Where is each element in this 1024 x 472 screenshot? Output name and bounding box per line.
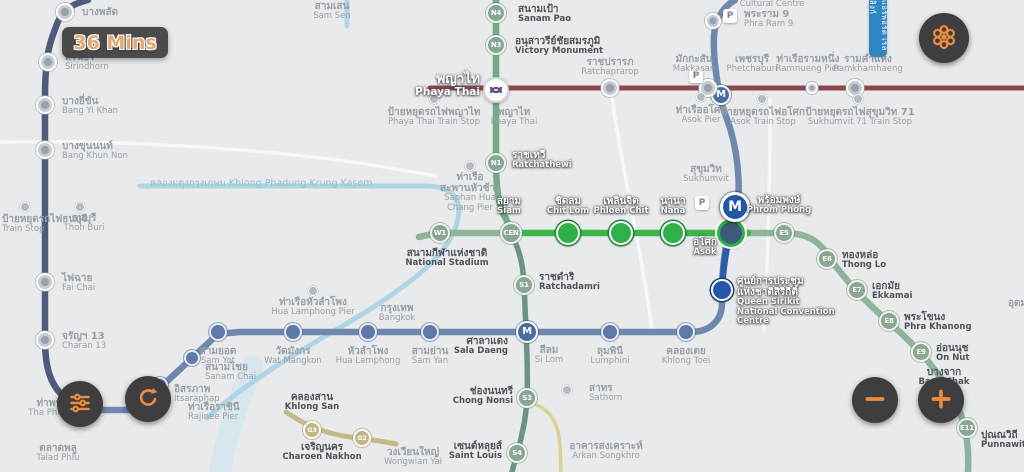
- station-phloen-chit[interactable]: [609, 221, 633, 245]
- station-charan-13[interactable]: [36, 331, 54, 349]
- station-e9-on-nut[interactable]: E9: [911, 342, 931, 362]
- station-phra-ram-9[interactable]: [705, 13, 721, 29]
- station-wat-mangkon[interactable]: [284, 323, 302, 341]
- station-sirindhorn[interactable]: [39, 53, 57, 71]
- sliders-icon: [67, 390, 93, 419]
- pier-dot-train-stop-left-dot: [20, 202, 30, 212]
- station-n2-phaya-thai[interactable]: [483, 77, 509, 103]
- station-si-lom-m[interactable]: M: [516, 321, 538, 343]
- station-ratchaprarop[interactable]: [601, 79, 619, 97]
- station-s3-chong-nonsi[interactable]: S3: [517, 388, 537, 408]
- line-khlong-phadung-canal: [137, 183, 462, 421]
- station-nana[interactable]: [661, 221, 685, 245]
- pier-dot-phaya-thai-train-stop-dot: [429, 94, 439, 104]
- station-sukhumvit-m[interactable]: M: [720, 192, 750, 222]
- station-e6-thong-lo[interactable]: E6: [817, 249, 837, 269]
- line-mrt-blue-main: [81, 0, 742, 414]
- plus-icon: [928, 386, 954, 415]
- pier-dot-sathorn-pier-dot: [562, 385, 572, 395]
- pier-dot-asok-train-stop-dot: [757, 94, 767, 104]
- station-n3-victory-monument[interactable]: N3: [486, 35, 506, 55]
- station-sanam-chai[interactable]: [184, 350, 200, 366]
- station-cen-siam[interactable]: CEN: [500, 222, 522, 244]
- station-sam-yan[interactable]: [421, 323, 439, 341]
- line-brt-line: [527, 400, 563, 472]
- station-e11-punnawithi[interactable]: E11: [957, 418, 977, 438]
- pier-dot-asok-pier-dot: [696, 92, 706, 102]
- station-bang-khun-non[interactable]: [36, 141, 54, 159]
- line-chao-phraya-river: [209, 355, 263, 472]
- pier-dot-saphan-hua-chang-pier-dot: [465, 161, 475, 171]
- airport-rail-link-banner: แอร์พอร์ต เรล ลิงก์: [868, 0, 889, 57]
- reset-orientation-button[interactable]: [125, 376, 171, 422]
- station-bang-phlat[interactable]: [56, 3, 74, 21]
- rotate-icon: [135, 385, 161, 414]
- station-e5-phrom-phong[interactable]: E5: [774, 223, 794, 243]
- station-ramnueng-pier-stop[interactable]: [806, 82, 818, 94]
- travel-time-badge: 36 Mins: [62, 27, 168, 58]
- station-g3-khlong-san[interactable]: G3: [303, 421, 321, 439]
- flower-logo-icon: [929, 22, 959, 55]
- pier-dot-thon-buri-train-dot: [75, 202, 85, 212]
- station-lumphini[interactable]: [601, 323, 619, 341]
- line-gold-line: [283, 409, 399, 447]
- station-hua-lamphong[interactable]: [359, 323, 377, 341]
- line-road-3: [762, 98, 772, 332]
- station-s1-ratchadamri[interactable]: S1: [514, 275, 534, 295]
- station-sam-yot[interactable]: [209, 323, 227, 341]
- zoom-out-button[interactable]: [852, 377, 898, 423]
- station-chit-lom[interactable]: [556, 221, 580, 245]
- station-e7-ekkamai[interactable]: E7: [847, 280, 867, 300]
- app-logo-button[interactable]: [919, 13, 969, 63]
- filter-button[interactable]: [57, 381, 103, 427]
- station-queen-sirikit[interactable]: [711, 279, 733, 301]
- station-n4-sanam-pao[interactable]: N4: [486, 3, 506, 23]
- parking-icon-parking-asok: P: [695, 196, 709, 210]
- station-w1-national-stadium[interactable]: W1: [430, 223, 450, 243]
- station-e8-phra-khanong[interactable]: E8: [879, 311, 899, 331]
- station-asok-bts[interactable]: [717, 219, 745, 247]
- station-bang-yi-khan[interactable]: [36, 96, 54, 114]
- line-road-1: [0, 139, 438, 178]
- parking-icon-parking-phra-ram-9: P: [723, 9, 737, 23]
- pier-dot-sukhumvit71-train-stop-dot: [853, 94, 863, 104]
- station-g2-charoen-nakhon[interactable]: G2: [353, 429, 371, 447]
- station-s4-saint-louis[interactable]: S4: [507, 443, 527, 463]
- station-fai-chai[interactable]: [36, 273, 54, 291]
- station-khlong-toei[interactable]: [677, 323, 695, 341]
- pier-dot-hua-lamphong-pier-dot: [308, 286, 318, 296]
- parking-icon-parking-makkasan: P: [689, 69, 703, 83]
- zoom-in-button[interactable]: [918, 377, 964, 423]
- minus-icon: [862, 386, 888, 415]
- station-n1-ratchathewi[interactable]: N1: [486, 153, 506, 173]
- line-road-2: [610, 95, 654, 332]
